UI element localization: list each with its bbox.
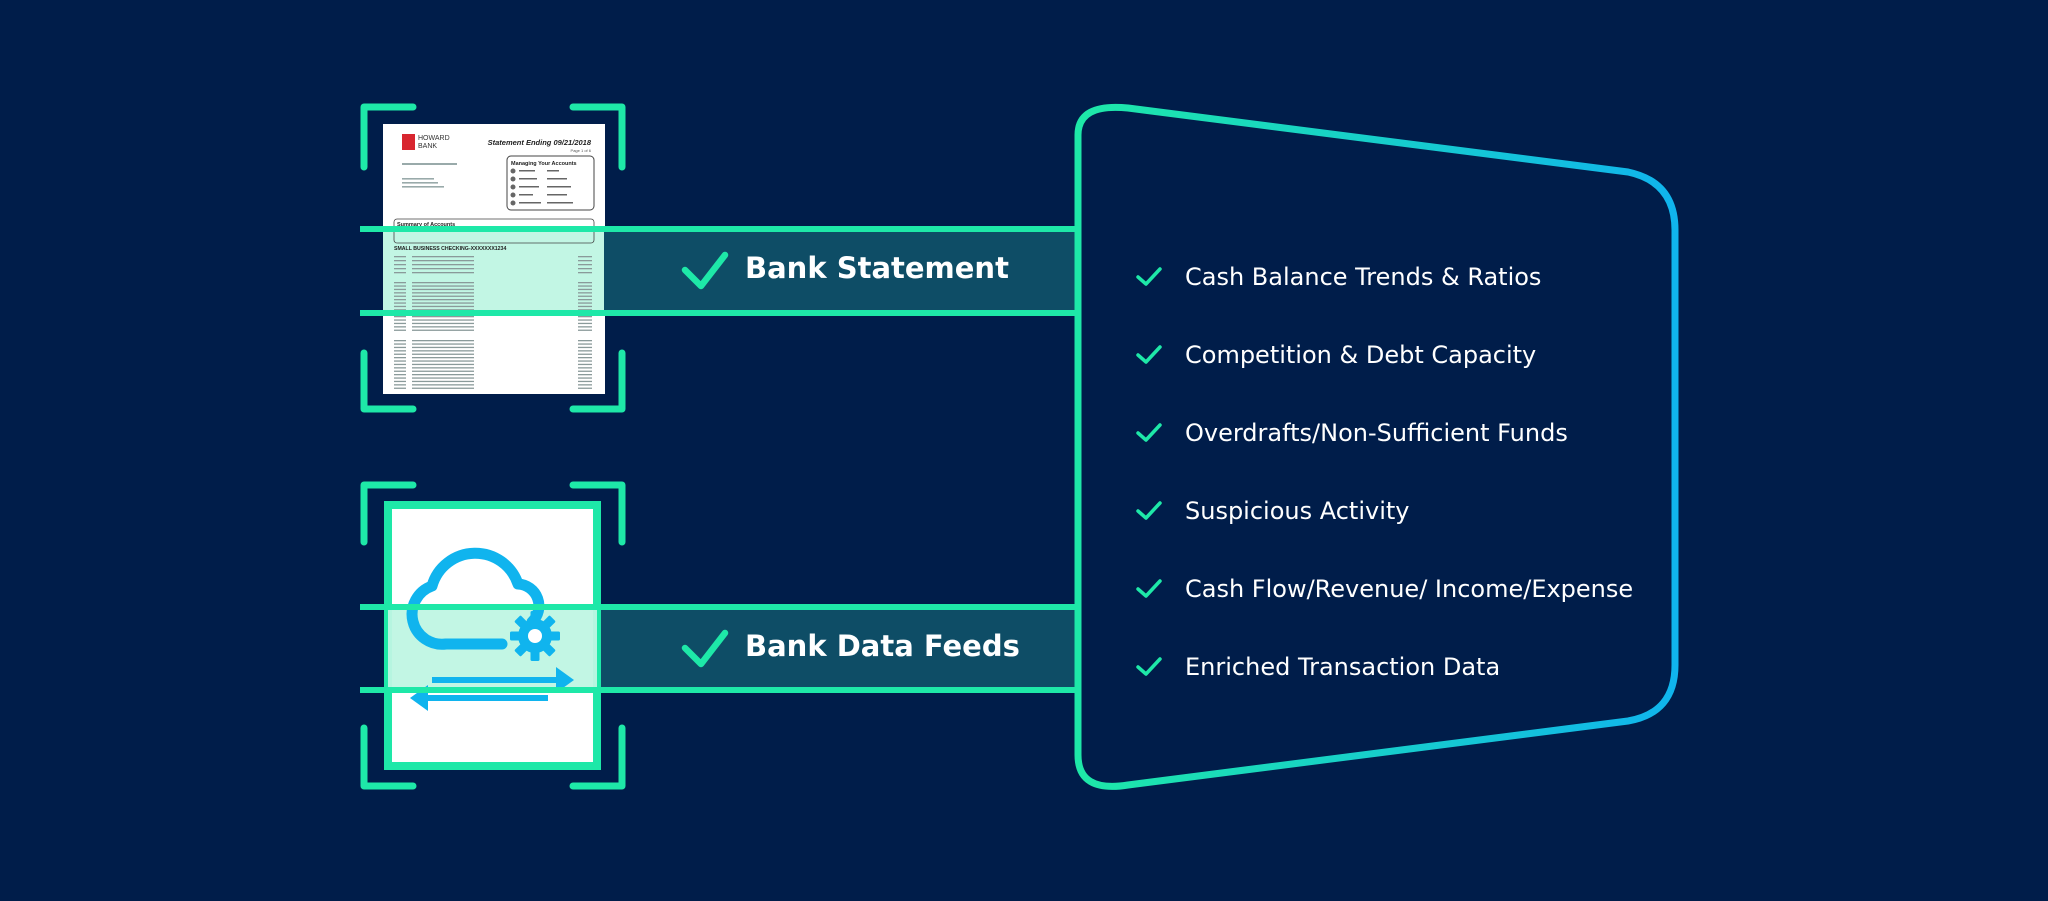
feature-item: Enriched Transaction Data <box>1135 628 1633 706</box>
checkmark-icon <box>1136 267 1162 286</box>
bank-data-feeds-checkmark-icon <box>681 629 729 668</box>
bank-logo-icon <box>402 134 415 150</box>
feature-item: Overdrafts/Non-Sufficient Funds <box>1135 394 1633 472</box>
doc-bank-name-1: HOWARD <box>418 135 450 142</box>
feature-label: Cash Balance Trends & Ratios <box>1185 263 1542 291</box>
feature-item: Cash Flow/Revenue/ Income/Expense <box>1135 550 1633 628</box>
doc-managing-rows <box>510 168 573 206</box>
bank-statement-document: HOWARD BANK Statement Ending 09/21/2018 … <box>383 124 605 394</box>
bank-data-feeds-label: Bank Data Feeds <box>745 629 1020 663</box>
checkmark-icon <box>1136 345 1162 364</box>
features-list: Cash Balance Trends & Ratios Competition… <box>1135 238 1633 706</box>
bank-data-feeds-frame-brackets <box>360 481 626 790</box>
doc-bank-name-2: BANK <box>418 143 437 150</box>
feature-label: Enriched Transaction Data <box>1185 653 1501 681</box>
bank-statement-frame-brackets <box>360 103 626 413</box>
checkmark-icon <box>1136 423 1162 442</box>
feature-label: Overdrafts/Non-Sufficient Funds <box>1185 419 1568 447</box>
doc-checking-label: SMALL BUSINESS CHECKING-XXXXXXX1234 <box>394 246 506 252</box>
doc-managing-title: Managing Your Accounts <box>511 161 577 167</box>
checkmark-icon <box>1136 657 1162 676</box>
feature-item: Suspicious Activity <box>1135 472 1633 550</box>
bank-data-feed-document <box>384 501 601 770</box>
checkmark-icon <box>1136 501 1162 520</box>
feature-label: Cash Flow/Revenue/ Income/Expense <box>1185 575 1634 603</box>
doc-address-block <box>402 163 457 188</box>
feature-item: Competition & Debt Capacity <box>1135 316 1633 394</box>
bank-data-feeds-band <box>360 604 1076 693</box>
doc-transaction-lines <box>394 256 592 389</box>
doc-summary-title: Summary of Accounts <box>397 222 455 228</box>
feature-label: Suspicious Activity <box>1185 497 1410 525</box>
bank-statement-label: Bank Statement <box>745 251 1009 285</box>
insights-panel <box>1074 103 1679 790</box>
gear-icon <box>510 611 560 661</box>
doc-statement-heading: Statement Ending 09/21/2018 <box>488 138 592 147</box>
feature-label: Competition & Debt Capacity <box>1185 341 1537 369</box>
doc-page-label: Page 1 of 6 <box>571 148 592 153</box>
bank-statement-checkmark-icon <box>681 251 729 290</box>
checkmark-icon <box>1136 579 1162 598</box>
doc-managing-box <box>506 155 595 211</box>
bank-statement-band <box>360 226 1076 316</box>
cloud-icon <box>406 547 545 650</box>
feature-item: Cash Balance Trends & Ratios <box>1135 238 1633 316</box>
